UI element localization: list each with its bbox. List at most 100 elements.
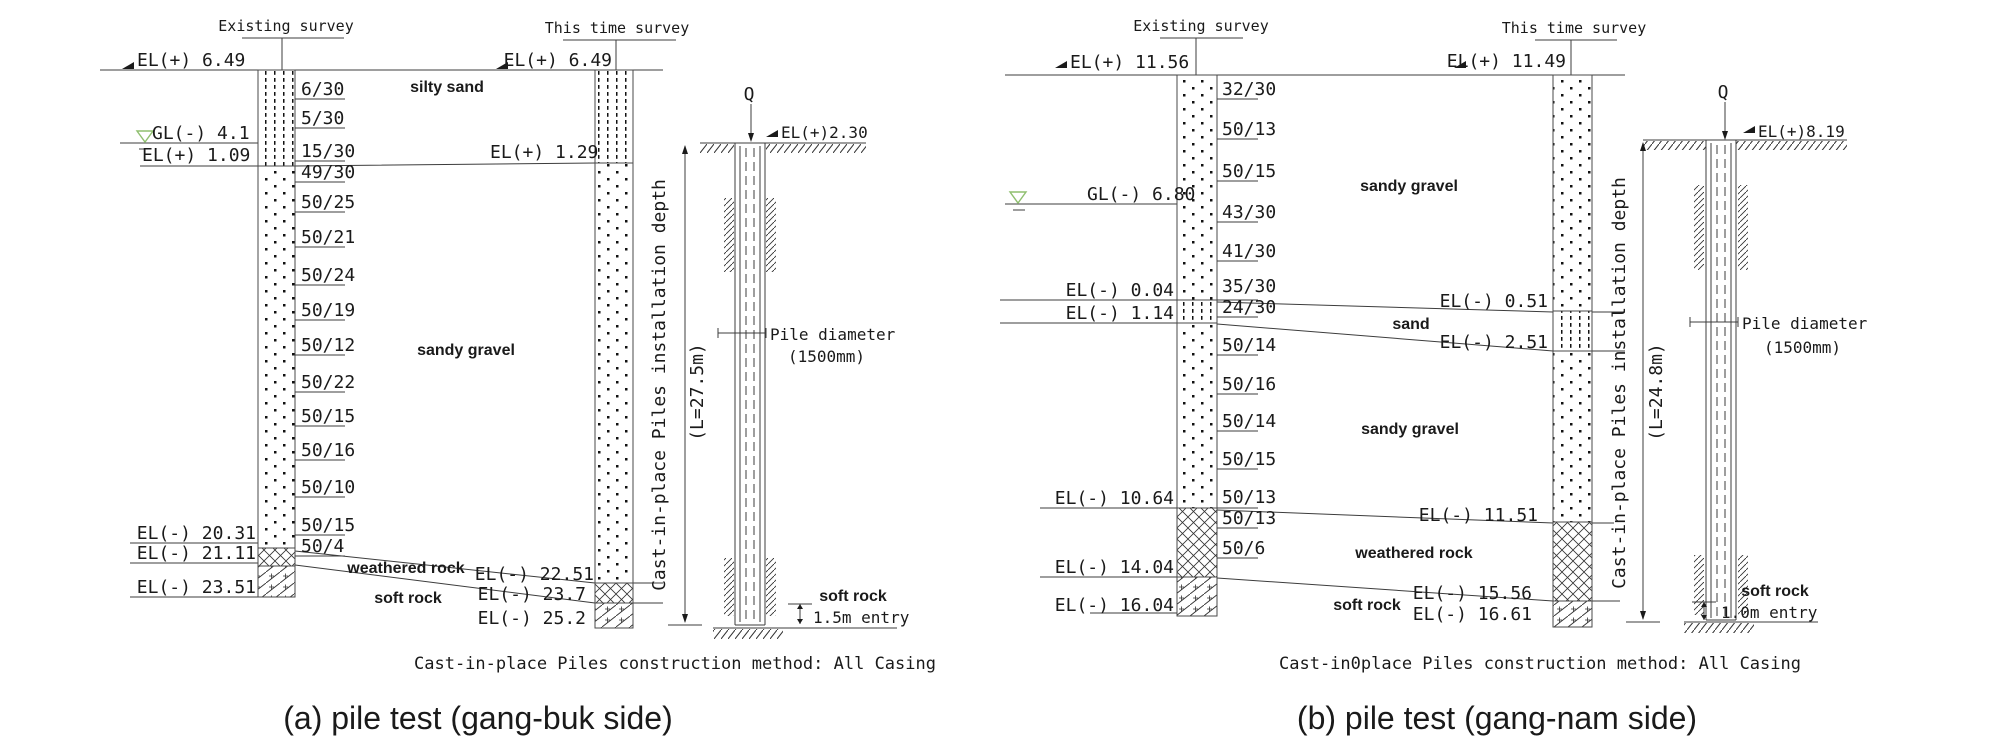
existing-survey-header: Existing survey: [1133, 17, 1268, 35]
spt-value: 50/21: [301, 227, 355, 248]
stratum-sandy-gravel: [1552, 74, 1593, 312]
spt-value: 35/30: [1222, 276, 1276, 297]
stratum-silty-sand: [594, 69, 634, 164]
thistime-sand-bottom-elevation: EL(-) 2.51: [1440, 332, 1548, 353]
pile-tip-layer-label: soft rock: [1741, 583, 1809, 600]
spt-value: 43/30: [1222, 202, 1276, 223]
stratum-weathered-rock: [594, 582, 634, 604]
casing-hatch: [766, 198, 776, 272]
stratum-label-sandy-gravel: sandy gravel: [417, 342, 515, 359]
existing-boundary-elevation: EL(+) 1.09: [142, 145, 250, 166]
casing-hatch: [1694, 555, 1704, 615]
spt-value: 50/15: [301, 406, 355, 427]
existing-soft-elevation: EL(-) 21.11: [137, 543, 256, 564]
stratum-soft-rock: [1552, 600, 1593, 628]
casing-hatch: [1694, 185, 1704, 270]
existing-top-elevation: EL(+) 11.56: [1070, 52, 1189, 73]
stratum-silty-sand: [257, 69, 296, 167]
spt-value: 41/30: [1222, 241, 1276, 262]
thistime-survey-header: This time survey: [1502, 19, 1647, 37]
panel-a: Existing survey This time survey EL(+) 6…: [100, 17, 936, 736]
panel-title: (a) pile test (gang-buk side): [283, 700, 673, 736]
pile-entry-label: 1.0m entry: [1721, 603, 1818, 622]
thistime-boundary-elevation: EL(+) 1.29: [490, 142, 598, 163]
stratum-label-silty-sand: silty sand: [410, 79, 484, 96]
spt-value: 5/30: [301, 108, 344, 129]
boundary-lines: [1000, 203, 1625, 614]
depth-dimension-line: [668, 146, 702, 626]
existing-sand-bottom-elevation: EL(-) 1.14: [1066, 303, 1174, 324]
thistime-sand-top-elevation: EL(-) 0.51: [1440, 291, 1548, 312]
spt-value: 50/4: [301, 536, 344, 557]
pile-load-label: Q: [1718, 82, 1729, 103]
stratum-soft-rock: [1176, 576, 1218, 617]
ground-hatch: [1643, 141, 1706, 150]
stratum-weathered-rock: [1552, 521, 1593, 602]
stratum-label-soft-rock: soft rock: [374, 590, 442, 607]
spt-ticks: [295, 98, 345, 557]
spt-value: 50/14: [1222, 411, 1276, 432]
borehole-existing: [1176, 74, 1218, 617]
spt-value: 6/30: [301, 79, 344, 100]
ground-hatch: [700, 144, 734, 153]
pile-centerlines: [1716, 145, 1726, 616]
water-table-icon: [1008, 191, 1028, 205]
pile-ground-elevation: EL(+)8.19: [1758, 122, 1845, 141]
existing-top-elevation: EL(+) 6.49: [137, 50, 245, 71]
thistime-bottom-elevation: EL(-) 25.2: [478, 608, 586, 629]
pile-length-label: (L=24.8m): [1646, 343, 1667, 441]
thistime-soft-elevation: EL(-) 23.7: [478, 584, 586, 605]
pile-diameter-label: Pile diameter: [1742, 314, 1868, 333]
casing-hatch: [766, 558, 776, 616]
spt-value: 50/16: [1222, 374, 1276, 395]
stratum-label-soft-rock: soft rock: [1333, 597, 1401, 614]
pile-diameter-label: Pile diameter: [770, 325, 896, 344]
spt-value: 50/12: [301, 335, 355, 356]
stratum-sandy-gravel: [257, 165, 296, 549]
existing-weathered-elevation: EL(-) 20.31: [137, 523, 256, 544]
spt-value: 32/30: [1222, 79, 1276, 100]
water-level-label: GL(-) 6.80: [1087, 184, 1195, 205]
existing-weathered-elevation: EL(-) 10.64: [1055, 488, 1174, 509]
stratum-soft-rock: [257, 565, 296, 598]
pile-ground-elevation: EL(+)2.30: [781, 123, 868, 142]
thistime-top-elevation: EL(+) 11.49: [1447, 51, 1566, 72]
pile-diameter-value: (1500mm): [788, 347, 865, 366]
bearing-hatch: [1684, 623, 1754, 633]
diameter-dimension-line: [717, 328, 767, 338]
spt-value: 50/16: [301, 440, 355, 461]
spt-value: 24/30: [1222, 297, 1276, 318]
stratum-sandy-gravel: [1552, 350, 1593, 523]
spt-value: 15/30: [301, 141, 355, 162]
stratum-label-sandy-gravel: sandy gravel: [1361, 421, 1459, 438]
thistime-top-elevation: EL(+) 6.49: [504, 50, 612, 71]
stratum-sandy-gravel: [1176, 322, 1218, 509]
stratum-soft-rock: [594, 602, 634, 629]
pile-entry-label: 1.5m entry: [813, 608, 910, 627]
casing-hatch: [1738, 185, 1748, 270]
thistime-survey-header: This time survey: [545, 19, 690, 37]
spt-value: 50/13: [1222, 508, 1276, 529]
pile-outline: [1643, 139, 1847, 623]
casing-hatch: [724, 198, 734, 272]
survey-header-lines: [1160, 37, 1617, 75]
spt-value: 50/19: [301, 300, 355, 321]
stratum-sand: [1176, 299, 1218, 324]
panel-title: (b) pile test (gang-nam side): [1297, 700, 1697, 736]
casing-hatch: [724, 558, 734, 616]
stratum-sand: [1552, 310, 1593, 352]
stratum-weathered-rock: [1176, 507, 1218, 578]
spt-value: 50/10: [301, 477, 355, 498]
pile-schematic: [668, 104, 897, 639]
pile-centerlines: [745, 148, 755, 620]
construction-method-caption: Cast-in0place Piles construction method:…: [1279, 654, 1801, 674]
spt-ticks: [1217, 98, 1258, 559]
spt-value: 50/14: [1222, 335, 1276, 356]
pile-tip-layer-label: soft rock: [819, 588, 887, 605]
pile-depth-label: Cast-in-place Piles installation depth: [649, 179, 670, 591]
construction-method-caption: Cast-in-place Piles construction method:…: [414, 654, 936, 674]
water-level-label: GL(-) 4.1: [152, 123, 250, 144]
pile-outline: [700, 142, 897, 629]
